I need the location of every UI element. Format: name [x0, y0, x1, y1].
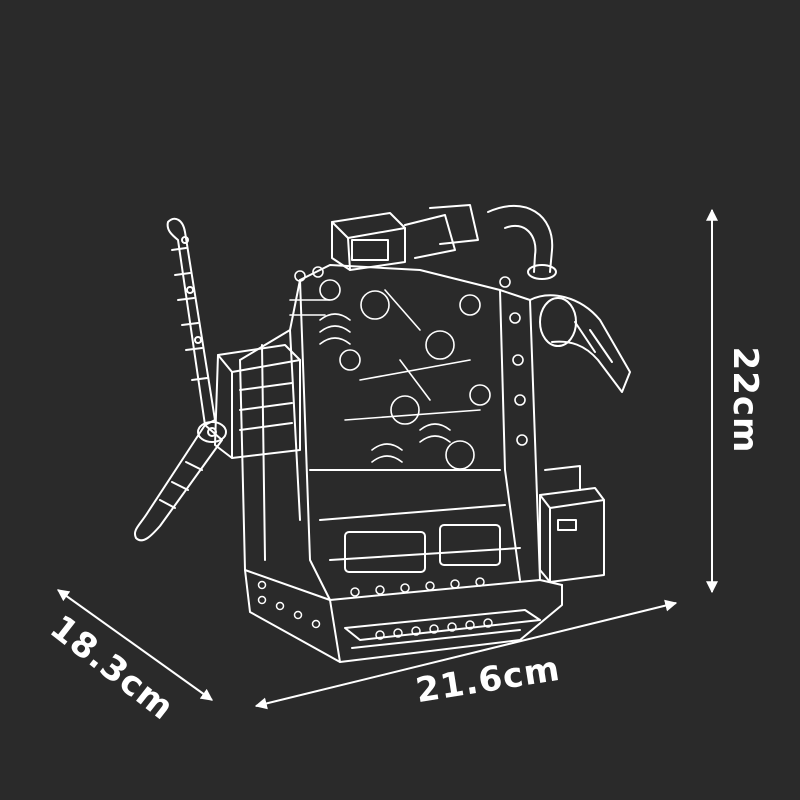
- propeller: [134, 217, 227, 542]
- intake-box: [331, 204, 479, 271]
- front-cover: [214, 344, 301, 459]
- battery-box: [539, 465, 605, 583]
- base-frame: [244, 569, 563, 663]
- width-arrow: [254, 599, 678, 710]
- cylinder-details: [289, 266, 528, 470]
- exhaust-pipe: [487, 204, 631, 393]
- height-label: 22cm: [725, 346, 765, 454]
- engine-block: [239, 264, 541, 601]
- engine-model-illustration: [134, 204, 631, 663]
- depth-arrow: [57, 589, 213, 701]
